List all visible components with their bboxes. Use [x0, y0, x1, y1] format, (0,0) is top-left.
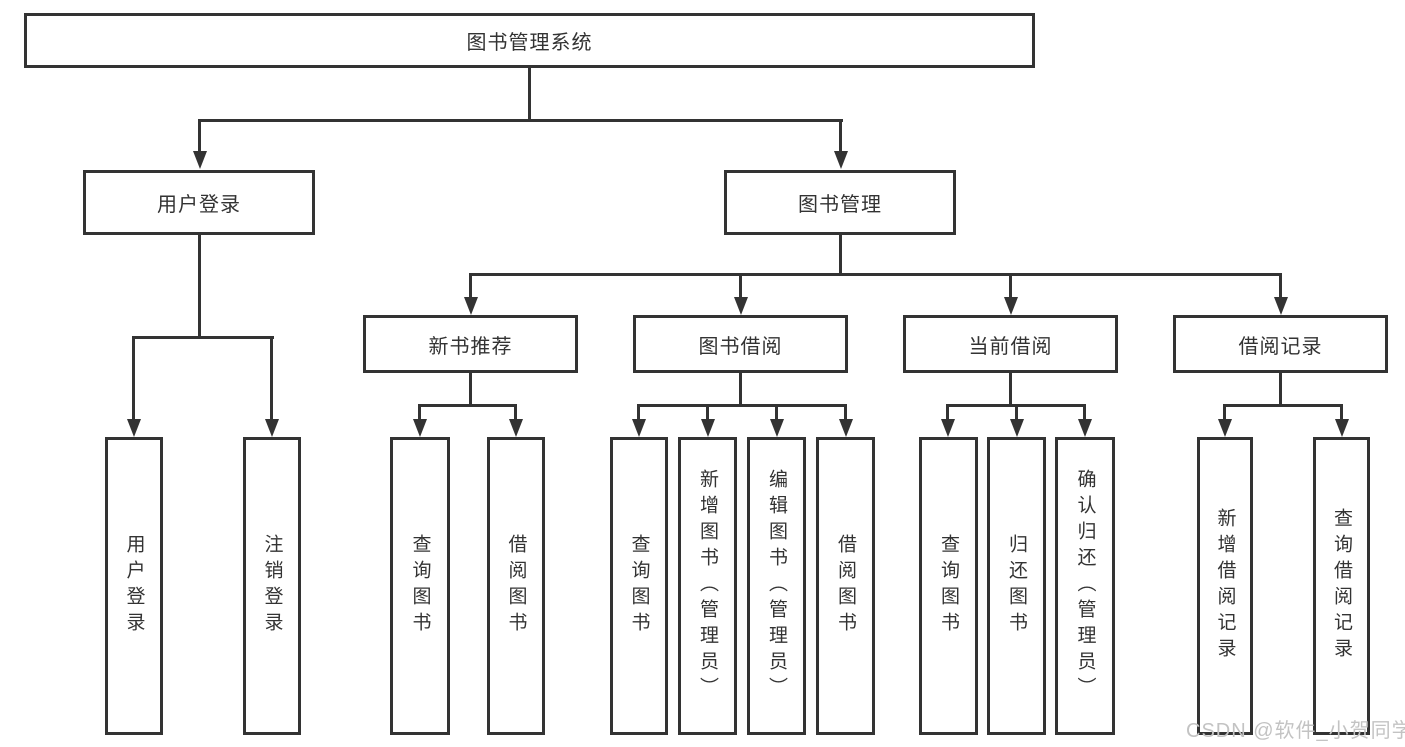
node-label: 查询借阅记录 — [1331, 508, 1352, 664]
connector-drop-leaf — [637, 404, 640, 421]
node-label: 查询图书 — [628, 534, 650, 638]
connector-root-crossbar — [199, 119, 843, 122]
csdn-watermark: CSDN @软件_小贺同学 — [1186, 720, 1405, 742]
connector-records-stem — [1279, 373, 1282, 406]
leaf-current-confirm-return-admin: 确认归还（管理员） — [1055, 437, 1115, 735]
leaf-current-return-books: 归还图书 — [987, 437, 1046, 735]
node-label: 借阅记录 — [1238, 335, 1323, 358]
node-label: 归还图书 — [1006, 534, 1027, 638]
arrow-down-icon — [734, 297, 748, 315]
leaf-records-add-borrow-record: 新增借阅记录 — [1197, 437, 1253, 735]
connector-drop-module — [739, 273, 742, 299]
connector-drop-module — [469, 273, 472, 299]
arrow-down-icon — [1335, 419, 1349, 437]
connector-drop-module — [1009, 273, 1012, 299]
connector-drop-leaf — [270, 336, 273, 421]
leaf-logout: 注销登录 — [243, 437, 301, 735]
arrow-down-icon — [127, 419, 141, 437]
node-label: 借阅图书 — [505, 534, 527, 638]
node-book-borrowing: 图书借阅 — [633, 315, 848, 373]
connector-recommend-stem — [469, 373, 472, 406]
arrow-down-icon — [265, 419, 279, 437]
leaf-recommend-query-books: 查询图书 — [390, 437, 450, 735]
node-user-login: 用户登录 — [83, 170, 315, 235]
connector-records-crossbar — [1224, 404, 1342, 407]
node-label: 新增图书（管理员） — [697, 469, 718, 703]
connector-login-stem — [198, 235, 201, 337]
node-new-book-recommendation: 新书推荐 — [363, 315, 578, 373]
arrow-down-icon — [413, 419, 427, 437]
node-borrowing-records: 借阅记录 — [1173, 315, 1388, 373]
arrow-down-icon — [1078, 419, 1092, 437]
leaf-borrow-borrow-books: 借阅图书 — [816, 437, 875, 735]
connector-current-stem — [1009, 373, 1012, 406]
connector-borrow-crossbar — [638, 404, 846, 407]
connector-drop-leaf — [1015, 404, 1018, 421]
connector-drop-leaf — [844, 404, 847, 421]
connector-recommend-crossbar — [419, 404, 517, 407]
connector-borrow-stem — [739, 373, 742, 406]
connector-drop-leaf — [775, 404, 778, 421]
node-label: 新增借阅记录 — [1214, 508, 1236, 664]
node-label: 图书管理系统 — [466, 32, 593, 54]
node-label: 图书借阅 — [698, 335, 783, 358]
arrow-down-icon — [632, 419, 646, 437]
node-label: 查询图书 — [409, 534, 431, 638]
arrow-down-icon — [193, 151, 207, 169]
node-library-management-system: 图书管理系统 — [24, 13, 1035, 68]
connector-drop-leaf — [946, 404, 949, 421]
leaf-borrow-query-books: 查询图书 — [610, 437, 668, 735]
connector-drop-leaf — [1340, 404, 1343, 421]
connector-management-stem — [839, 235, 842, 276]
node-label: 用户登录 — [123, 534, 145, 638]
arrow-down-icon — [839, 419, 853, 437]
node-label: 查询图书 — [938, 534, 959, 638]
arrow-down-icon — [1218, 419, 1232, 437]
node-current-borrowing: 当前借阅 — [903, 315, 1118, 373]
connector-drop-book-management — [839, 119, 842, 154]
leaf-current-query-books: 查询图书 — [919, 437, 978, 735]
node-label: 注销登录 — [261, 534, 283, 638]
leaf-recommend-borrow-books: 借阅图书 — [487, 437, 545, 735]
connector-drop-module — [1279, 273, 1282, 299]
node-label: 图书管理 — [798, 194, 882, 216]
leaf-records-query-borrow-record: 查询借阅记录 — [1313, 437, 1370, 735]
arrow-down-icon — [1010, 419, 1024, 437]
arrow-down-icon — [1274, 297, 1288, 315]
arrow-down-icon — [464, 297, 478, 315]
leaf-borrow-add-books-admin: 新增图书（管理员） — [678, 437, 737, 735]
arrow-down-icon — [701, 419, 715, 437]
connector-drop-leaf — [132, 336, 135, 421]
node-label: 用户登录 — [157, 194, 241, 216]
connector-drop-user-login — [198, 119, 201, 154]
node-label: 编辑图书（管理员） — [766, 469, 787, 703]
connector-login-crossbar — [132, 336, 274, 339]
arrow-down-icon — [941, 419, 955, 437]
connector-drop-leaf — [706, 404, 709, 421]
connector-root-stem — [528, 68, 531, 120]
arrow-down-icon — [834, 151, 848, 169]
arrow-down-icon — [1004, 297, 1018, 315]
node-label: 新书推荐 — [428, 335, 513, 358]
leaf-user-login: 用户登录 — [105, 437, 163, 735]
connector-drop-leaf — [1223, 404, 1226, 421]
arrow-down-icon — [509, 419, 523, 437]
connector-management-crossbar — [469, 273, 1282, 276]
connector-drop-leaf — [418, 404, 421, 421]
arrow-down-icon — [770, 419, 784, 437]
leaf-borrow-edit-books-admin: 编辑图书（管理员） — [747, 437, 806, 735]
node-label: 当前借阅 — [968, 335, 1053, 358]
node-label: 借阅图书 — [835, 534, 856, 638]
node-label: 确认归还（管理员） — [1074, 469, 1096, 703]
connector-drop-leaf — [1083, 404, 1086, 421]
node-book-management: 图书管理 — [724, 170, 956, 235]
connector-drop-leaf — [514, 404, 517, 421]
